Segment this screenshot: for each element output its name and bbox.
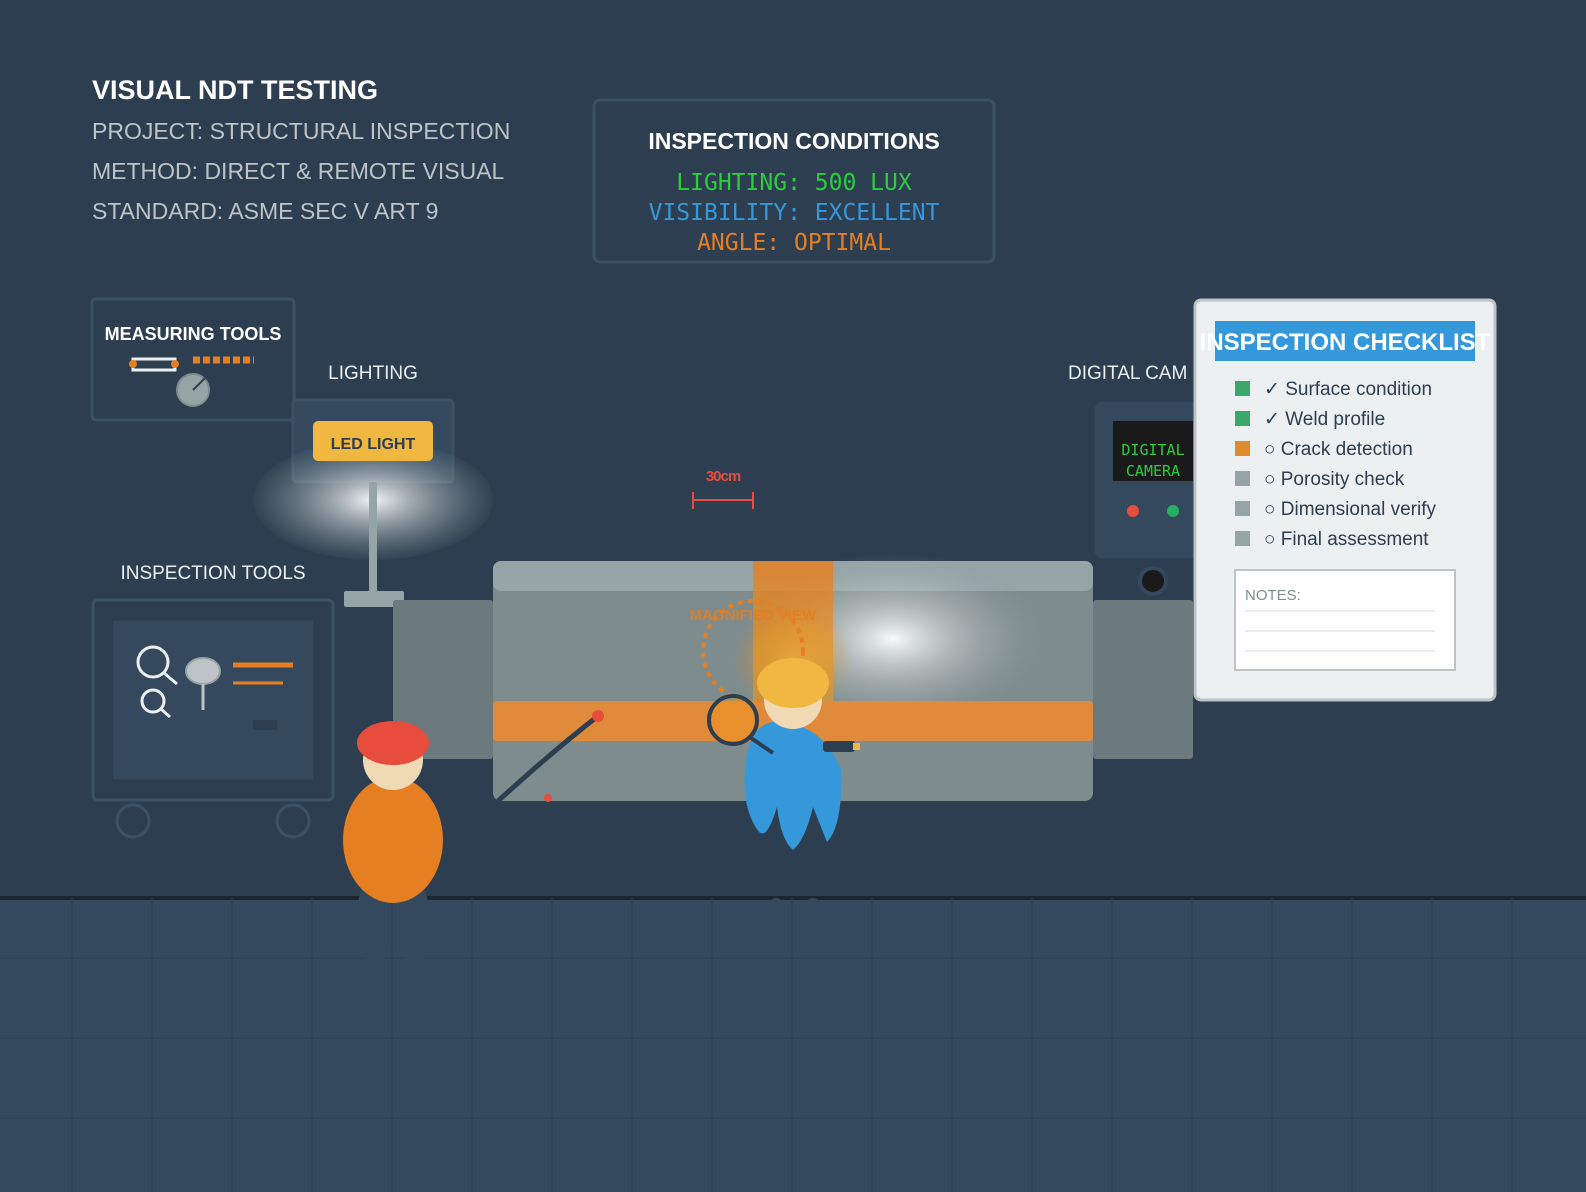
- notes-box[interactable]: [1234, 569, 1456, 671]
- inspection-conditions-panel: INSPECTION CONDITIONS LIGHTING: 500 LUX …: [592, 98, 996, 264]
- inspector-orange: [343, 710, 604, 969]
- record-indicator-icon: [1127, 505, 1139, 517]
- camera-screen-line1: DIGITAL: [1121, 441, 1184, 459]
- checklist-item-label: ○ Porosity check: [1264, 469, 1405, 490]
- conditions-title: INSPECTION CONDITIONS: [648, 128, 939, 154]
- inspection-checklist: INSPECTION CHECKLIST ✓ Surface condition…: [1193, 298, 1497, 702]
- magnifier-icon: [136, 645, 178, 686]
- checklist-status-box[interactable]: [1235, 411, 1250, 426]
- scale-label: 30cm: [706, 468, 741, 485]
- checklist-item-label: ○ Final assessment: [1264, 529, 1429, 550]
- checklist-item-label: ○ Dimensional verify: [1264, 499, 1436, 520]
- inspector-blue-hardhat: [757, 658, 829, 708]
- checklist-item[interactable]: ○ Porosity check: [1235, 469, 1405, 490]
- standard-line: STANDARD: ASME SEC V ART 9: [92, 198, 438, 224]
- checklist-status-box[interactable]: [1235, 501, 1250, 516]
- flashlight-icon: [823, 741, 860, 752]
- measuring-tools-label: MEASURING TOOLS: [105, 324, 282, 344]
- checklist-item-label: ✓ Surface condition: [1264, 379, 1432, 400]
- small-magnifier-icon: [140, 688, 171, 719]
- lighting-label: LIGHTING: [328, 363, 418, 384]
- battery-icon: [253, 720, 277, 730]
- camera-screen: [1113, 421, 1193, 481]
- checklist-status-box[interactable]: [1235, 531, 1250, 546]
- inspector-blue: [707, 658, 860, 912]
- magnifier-icon: [707, 694, 775, 755]
- page-title: VISUAL NDT TESTING: [92, 75, 378, 105]
- scale-bar: 30cm: [692, 468, 754, 509]
- camera-lens-icon: [1138, 566, 1168, 596]
- gauge-icon: [176, 373, 210, 407]
- led-light-label: LED LIGHT: [331, 436, 416, 453]
- checklist-item-label: ✓ Weld profile: [1264, 409, 1385, 430]
- checklist-title: INSPECTION CHECKLIST: [1200, 329, 1491, 356]
- inspection-tools-cart[interactable]: [91, 598, 335, 839]
- inspector-orange-cap: [357, 721, 429, 765]
- checklist-item[interactable]: ○ Crack detection: [1235, 439, 1413, 460]
- camera-screen-line2: CAMERA: [1126, 462, 1180, 480]
- inspection-tools-label: INSPECTION TOOLS: [120, 563, 305, 584]
- floor-grid: [0, 898, 1586, 1192]
- notes-label: NOTES:: [1245, 587, 1301, 604]
- led-lamp[interactable]: LED LIGHT: [253, 398, 493, 607]
- borescope-icon: [496, 714, 600, 803]
- power-indicator-icon: [1167, 505, 1179, 517]
- checklist-status-box[interactable]: [1235, 381, 1250, 396]
- mirror-icon: [185, 657, 221, 710]
- digital-cam-label: DIGITAL CAM: [1068, 363, 1187, 384]
- lighting-readout: LIGHTING: 500 LUX: [676, 170, 912, 196]
- digital-camera[interactable]: DIGITAL CAMERA: [1091, 398, 1215, 596]
- caliper-icon: [129, 357, 179, 372]
- measuring-tools-box[interactable]: MEASURING TOOLS: [90, 297, 296, 422]
- magnified-view-callout: MAGNIFIED VIEW: [690, 599, 818, 703]
- checklist-item[interactable]: ✓ Weld profile: [1235, 409, 1385, 430]
- checklist-item[interactable]: ○ Final assessment: [1235, 529, 1429, 550]
- checklist-status-box[interactable]: [1235, 441, 1250, 456]
- project-line: PROJECT: STRUCTURAL INSPECTION: [92, 118, 510, 144]
- angle-readout: ANGLE: OPTIMAL: [697, 230, 891, 256]
- checklist-status-box[interactable]: [1235, 471, 1250, 486]
- checklist-item-label: ○ Crack detection: [1264, 439, 1413, 460]
- magnified-view-label: MAGNIFIED VIEW: [690, 607, 818, 624]
- visibility-readout: VISIBILITY: EXCELLENT: [649, 200, 940, 226]
- floor: [0, 896, 1586, 1192]
- method-line: METHOD: DIRECT & REMOTE VISUAL: [92, 158, 505, 184]
- checklist-item[interactable]: ○ Dimensional verify: [1235, 499, 1436, 520]
- checklist-item[interactable]: ✓ Surface condition: [1235, 379, 1432, 400]
